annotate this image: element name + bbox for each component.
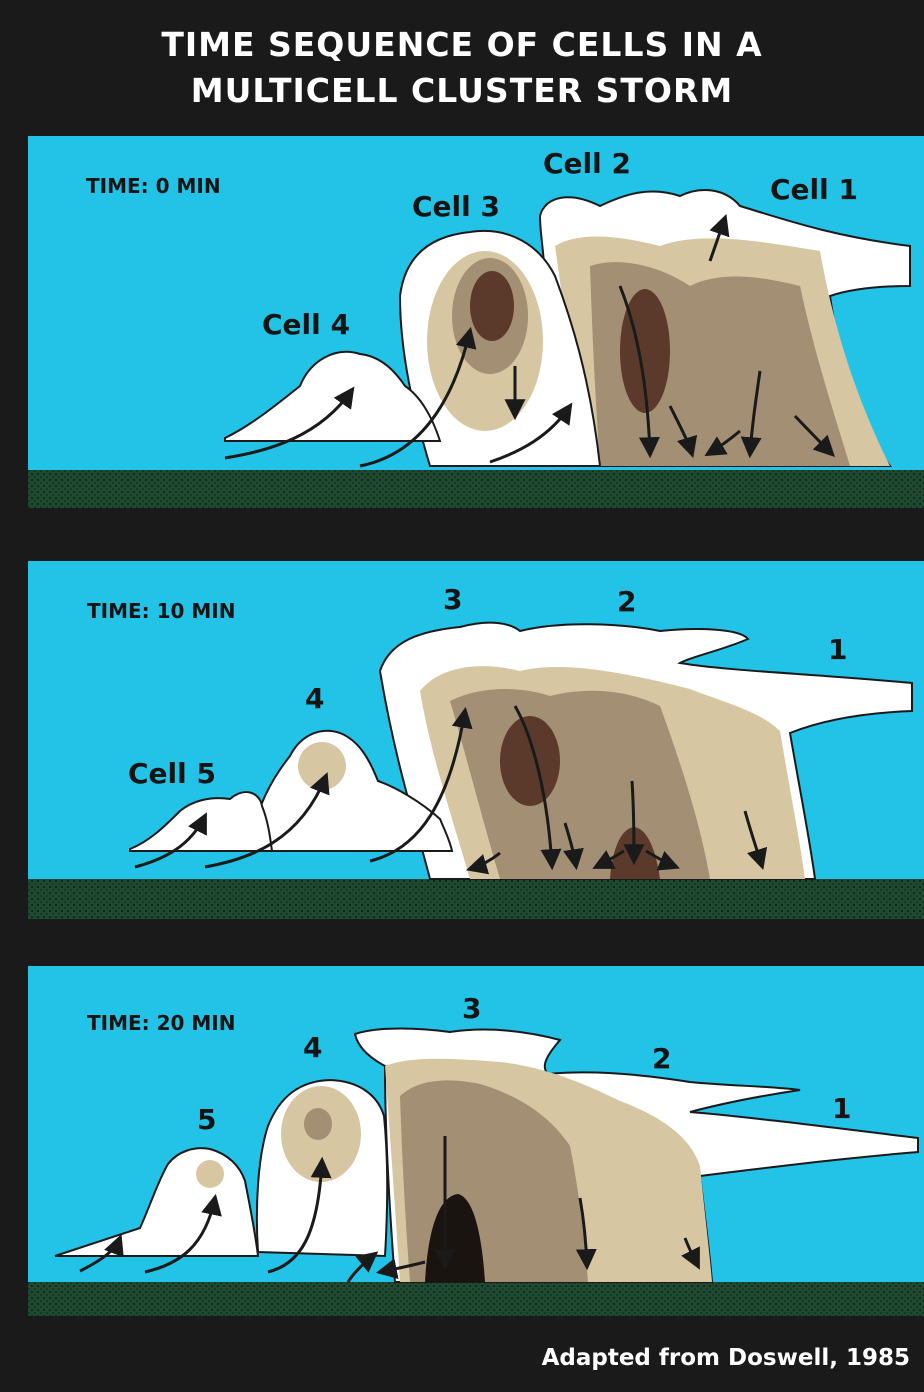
- cell-label-0-2: Cell 2: [543, 147, 631, 180]
- time-label-20: TIME: 20 MIN: [87, 1011, 236, 1035]
- title-line-1: TIME SEQUENCE OF CELLS IN A: [0, 22, 924, 68]
- ground-0: [28, 470, 924, 508]
- cell-label-10-4: 4: [305, 682, 324, 715]
- title-line-2: MULTICELL CLUSTER STORM: [0, 68, 924, 114]
- cell-3-heavy-core: [470, 271, 514, 341]
- panel-20-drawing: TIME: 20 MIN 1 2 3 4 5: [0, 966, 924, 1326]
- panel-time-10: TIME: 10 MIN 1 2 3 4 Cell 5: [0, 561, 924, 931]
- cell-label-0-3: Cell 3: [412, 190, 500, 223]
- cell-4-moderate-precip: [304, 1108, 332, 1140]
- cell-5-light-precip: [196, 1160, 224, 1188]
- cell-label-0-4: Cell 4: [262, 308, 350, 341]
- cell-label-10-2: 2: [617, 585, 636, 618]
- diagram-title: TIME SEQUENCE OF CELLS IN A MULTICELL CL…: [0, 22, 924, 114]
- panel-time-20: TIME: 20 MIN 1 2 3 4 5: [0, 966, 924, 1326]
- panel-0-drawing: TIME: 0 MIN Cell 1 Cell 2 Cell 3 Cell 4: [0, 136, 924, 516]
- time-label-10: TIME: 10 MIN: [87, 599, 236, 623]
- cell-3-heavy-core: [500, 716, 560, 806]
- source-credit: Adapted from Doswell, 1985: [542, 1345, 910, 1371]
- cell-label-10-3: 3: [443, 583, 462, 616]
- ground-10: [28, 879, 924, 919]
- panel-time-0: TIME: 0 MIN Cell 1 Cell 2 Cell 3 Cell 4: [0, 136, 924, 516]
- cell-label-20-3: 3: [462, 992, 481, 1025]
- ground-20: [28, 1282, 924, 1316]
- cell-label-20-5: 5: [197, 1103, 216, 1136]
- time-label-0: TIME: 0 MIN: [86, 174, 221, 198]
- panel-10-drawing: TIME: 10 MIN 1 2 3 4 Cell 5: [0, 561, 924, 931]
- cell-label-20-1: 1: [832, 1092, 851, 1125]
- cell-label-10-1: 1: [828, 633, 847, 666]
- cell-label-0-1: Cell 1: [770, 173, 858, 206]
- cell-label-20-4: 4: [303, 1031, 322, 1064]
- cell-label-20-2: 2: [652, 1042, 671, 1075]
- cell-label-10-5: Cell 5: [128, 757, 216, 790]
